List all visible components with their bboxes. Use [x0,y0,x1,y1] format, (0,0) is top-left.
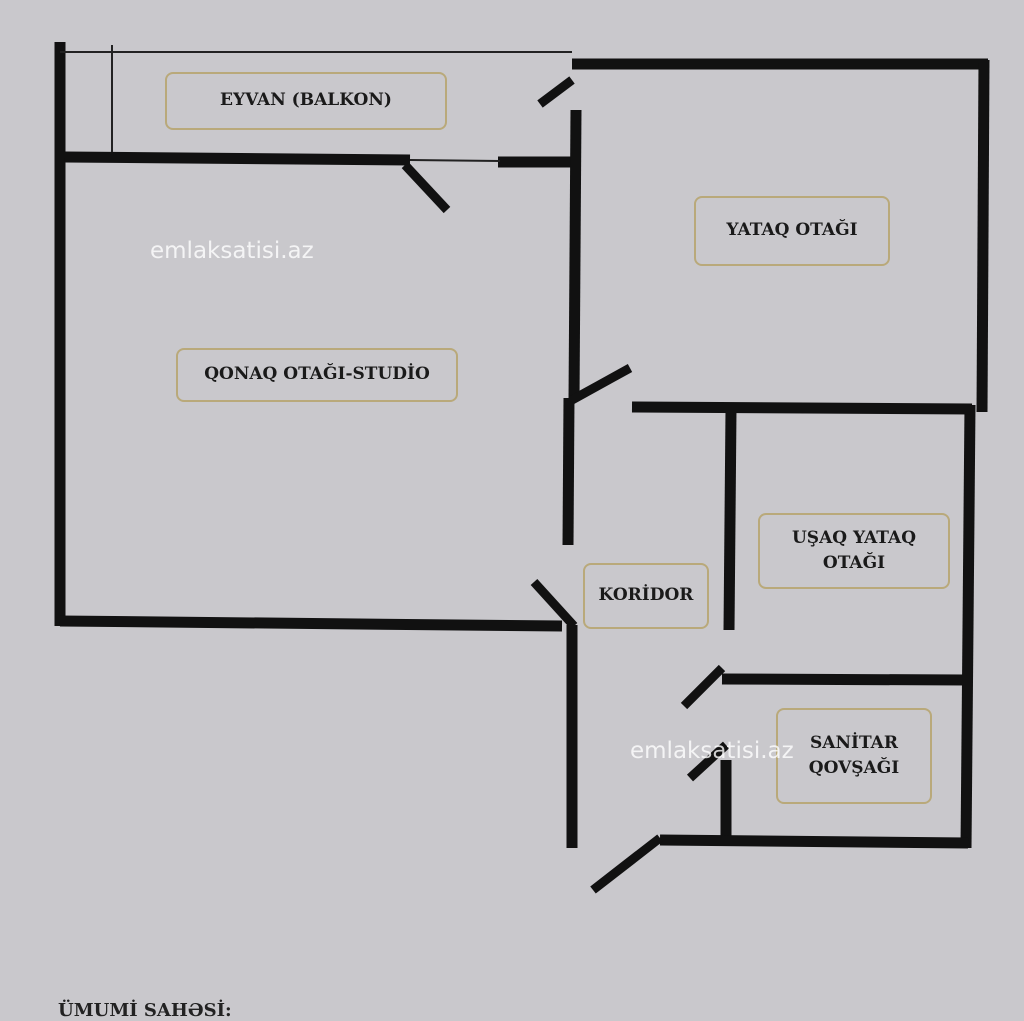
door [530,578,578,630]
wall [960,404,976,849]
room-label-corridor: KORİDOR [583,563,709,629]
door [680,664,726,710]
watermark: emlaksatisi.az [150,238,314,264]
wall [64,151,411,166]
door [590,834,663,894]
room-label-living: QONAQ OTAĞI-STUDİO [176,348,458,402]
balcony-threshold [409,159,501,162]
wall [59,615,563,632]
room-label-bath-line2: QOVŞAĞI [808,758,900,778]
door [537,76,575,108]
watermark: emlaksatisi.az [630,738,794,764]
door [569,364,633,404]
wall [631,401,973,415]
room-label-kids-line1: UŞAQ YATAQ [791,527,917,548]
total-area-label: ÜMUMİ SAHƏSİ: [58,1000,232,1021]
room-label-bath-line1: SANİTAR [810,732,898,753]
wall [562,397,575,546]
room-label-kids-line2: OTAĞI [822,553,886,573]
room-label-bathroom: SANİTAR QOVŞAĞI [776,708,932,804]
wall [723,409,737,631]
room-label-bedroom: YATAQ OTAĞI [694,196,890,266]
door [686,741,730,782]
door [401,161,451,214]
wall [659,834,969,849]
room-label-balcony: EYVAN (BALKON) [165,72,447,130]
wall [721,673,967,686]
wall [568,109,582,401]
room-label-kids-bedroom: UŞAQ YATAQ OTAĞI [758,513,950,589]
wall [976,59,990,413]
